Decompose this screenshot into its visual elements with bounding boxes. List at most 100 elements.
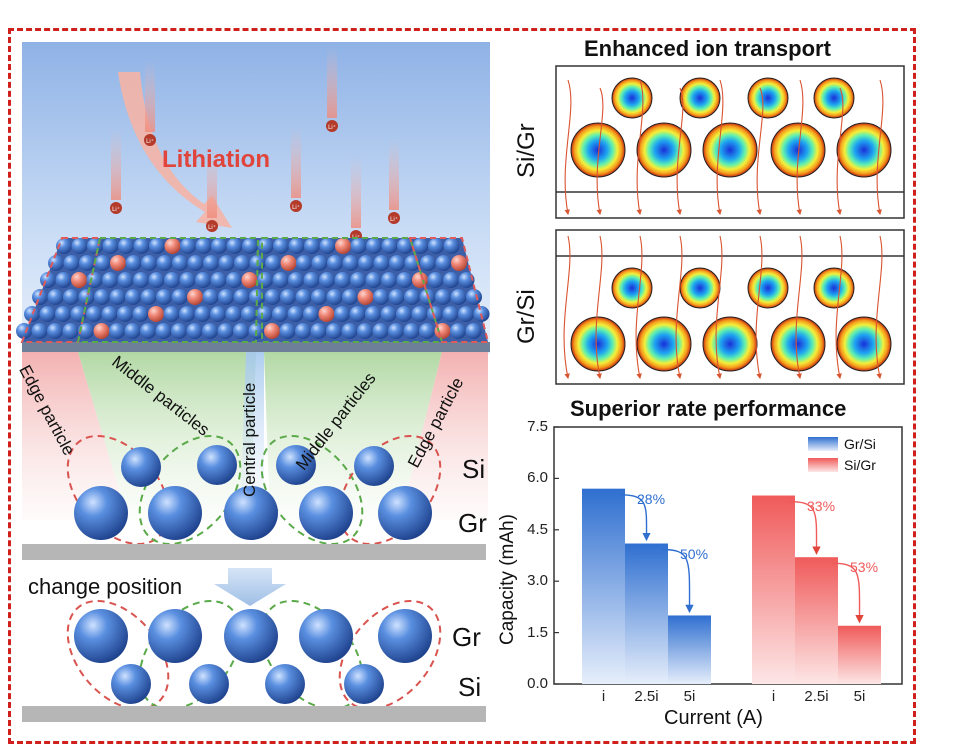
slab-particle: [187, 255, 204, 271]
slab-particle: [350, 272, 366, 288]
ion-streamline: [796, 79, 804, 216]
slab-particle: [358, 255, 374, 271]
slab-particle: [156, 255, 173, 271]
chart-x-axis-label: Current (A): [664, 707, 763, 729]
slab-particle: [124, 323, 141, 339]
drop-arrow: [831, 562, 864, 624]
slab-particle: [102, 238, 119, 254]
slab-particle: [342, 255, 359, 271]
slab-particle: [280, 289, 296, 305]
slab-particle: [31, 323, 48, 339]
slab-particle: [118, 238, 134, 254]
slab-particle: [265, 255, 281, 271]
ion-streamline: [676, 87, 684, 216]
slab-particle: [94, 289, 110, 305]
slab-particle: [117, 306, 133, 322]
slab-particle: [164, 238, 181, 254]
si-gr-side-label: Si/Gr: [513, 123, 540, 178]
lithium-ion: [206, 220, 218, 232]
slab-particle: [226, 238, 243, 254]
slab-particle: [335, 238, 351, 254]
slab-particle: [404, 289, 420, 305]
slab-particle: [365, 306, 381, 322]
slab-particle: [179, 272, 196, 288]
slab-particle: [318, 306, 335, 322]
slab-particle: [357, 323, 373, 339]
slab-particle: [412, 238, 429, 254]
drop-percent-label: 50%: [680, 545, 709, 562]
slab-particle: [288, 272, 304, 288]
slab-particle: [288, 238, 305, 254]
slab-particle: [71, 272, 87, 288]
lithium-ion: [388, 212, 400, 224]
slab-particle: [180, 238, 196, 254]
ion-trail: [327, 46, 337, 118]
slab-particle: [419, 323, 435, 339]
slab-particle: [55, 272, 72, 288]
si-gr-simulation: [564, 77, 892, 216]
graphite-particle-heatmap: [570, 316, 626, 372]
slab-particle: [389, 255, 405, 271]
slab-particle: [171, 289, 188, 305]
slab-particle: [171, 323, 187, 339]
slab-particle: [63, 289, 79, 305]
slab-particle: [435, 255, 452, 271]
slab-middle-region-right: [261, 237, 444, 343]
graphite-particle-heatmap: [702, 316, 758, 372]
slab-particle: [62, 323, 79, 339]
slab-particle: [133, 272, 149, 288]
silicon-particle-heatmap: [679, 267, 721, 309]
slab-particle: [102, 272, 118, 288]
slab-particle: [125, 255, 142, 271]
slab-particle: [79, 255, 95, 271]
slab-particle: [186, 323, 203, 339]
slab-particle: [427, 272, 444, 288]
y-tick-label: 6.0: [527, 469, 548, 487]
ion-symbol: Li⁺: [112, 206, 120, 213]
slab-particle: [310, 323, 327, 339]
slab-particle: [48, 255, 64, 271]
graphite-particle-heatmap: [836, 316, 892, 372]
falling-ions: Li⁺Li⁺Li⁺Li⁺Li⁺Li⁺Li⁺: [110, 46, 400, 242]
chart-title: Superior rate performance: [570, 396, 847, 421]
ion-trail: [207, 146, 217, 218]
slab-particle: [435, 289, 451, 305]
change-position-arrow: [214, 568, 286, 606]
central-particle-label: Central particle: [240, 382, 259, 497]
slab-particle: [241, 272, 258, 288]
x-tick-label: 5i: [853, 688, 866, 705]
slab-particle: [420, 255, 436, 271]
slab-particle: [194, 306, 211, 322]
graphite-particle-heatmap: [770, 316, 826, 372]
slab-particle: [156, 289, 172, 305]
slab-particle: [86, 306, 102, 322]
ion-trail: [351, 156, 361, 228]
slab-particle: [411, 306, 428, 322]
slab-particle: [381, 238, 398, 254]
slab-particle: [311, 289, 327, 305]
ion-trail: [111, 128, 121, 200]
slab-particle: [226, 272, 242, 288]
electrode-slab-edge: [22, 342, 490, 352]
slab-particle: [326, 289, 343, 305]
x-tick-label: i: [771, 688, 776, 705]
slab-particle: [163, 306, 180, 322]
ion-symbol: Li⁺: [146, 138, 154, 145]
bar-gr-si: [668, 615, 711, 684]
slab-particle: [388, 289, 405, 305]
y-tick-label: 3.0: [527, 572, 548, 590]
slab-particle: [218, 255, 235, 271]
y-tick-label: 4.5: [527, 520, 548, 538]
slab-particle: [341, 323, 358, 339]
slab-particle: [287, 306, 304, 322]
graphite-particle-heatmap: [770, 122, 826, 178]
slab-particle: [428, 238, 444, 254]
current-collector-bottom: [22, 706, 486, 722]
lithiation-arrow: [118, 72, 232, 228]
lithium-ion: [144, 134, 156, 146]
slab-particle: [234, 255, 250, 271]
slab-particle: [56, 238, 72, 254]
y-tick-label: 7.5: [527, 418, 548, 435]
slab-particle: [458, 306, 474, 322]
